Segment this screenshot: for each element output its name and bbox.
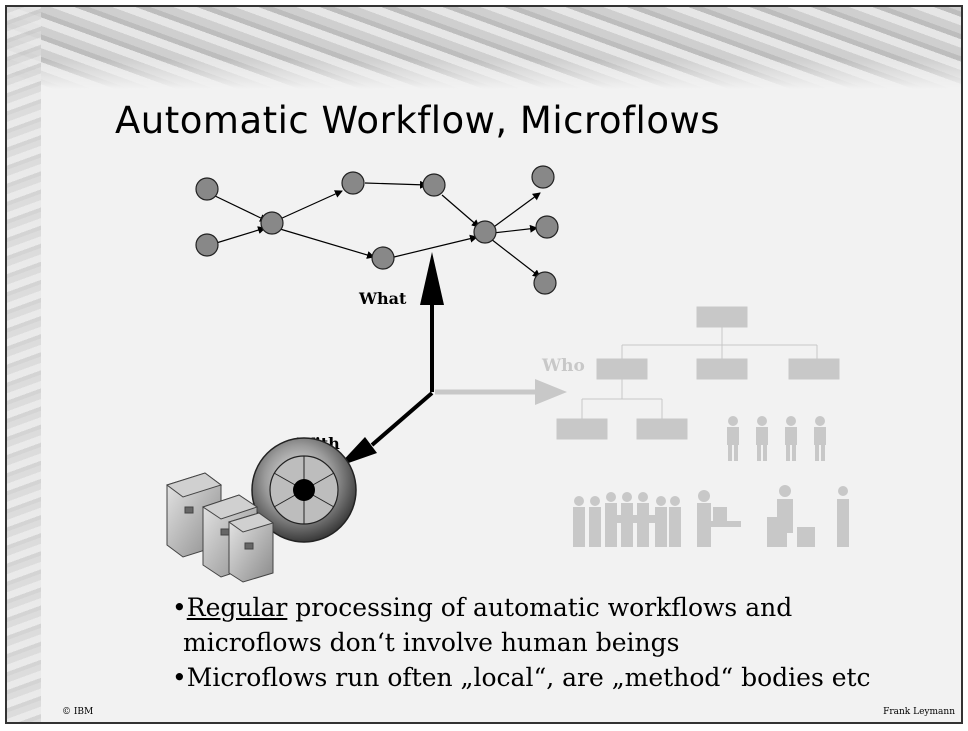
- process-node: [195, 177, 219, 201]
- what-arrow: [420, 252, 444, 392]
- with-arrow: [337, 391, 434, 467]
- who-arrow: [435, 379, 567, 405]
- servers-icon: [165, 472, 275, 583]
- underlined-word: Regular: [186, 593, 288, 622]
- process-graph: [212, 180, 541, 278]
- process-node: [533, 271, 557, 295]
- what-label: What: [358, 289, 407, 308]
- people-icon: [727, 416, 826, 461]
- slide: Automatic Workflow, Microflows: [5, 5, 963, 724]
- bullet-list: •Regular processing of automatic workflo…: [172, 590, 871, 695]
- bullet-item-continuation: microflows don‘t involve human beings: [183, 628, 680, 657]
- who-label: Who: [541, 356, 585, 376]
- footer-copyright: © IBM: [62, 707, 94, 717]
- resource-disc-icon: [251, 437, 357, 543]
- slide-title: Automatic Workflow, Microflows: [115, 99, 720, 142]
- bullet-item-microflows-local: •Microflows run often „local“, are „meth…: [172, 663, 871, 692]
- process-node: [260, 211, 284, 235]
- footer-author: Frank Leymann: [883, 707, 955, 717]
- process-node: [422, 173, 446, 197]
- decorative-header-banner: [7, 7, 961, 89]
- process-node: [535, 215, 559, 239]
- process-node: [531, 165, 555, 189]
- process-node: [195, 233, 219, 257]
- bullet-item-regular-processing: •Regular processing of automatic workflo…: [172, 593, 793, 622]
- process-node: [473, 220, 497, 244]
- meeting-scene-icon: [573, 485, 849, 547]
- process-node: [371, 246, 395, 270]
- decorative-side-strip: [7, 7, 41, 722]
- org-chart: [556, 306, 840, 440]
- workflow-diagram: Who What With: [165, 165, 849, 583]
- process-node: [341, 171, 365, 195]
